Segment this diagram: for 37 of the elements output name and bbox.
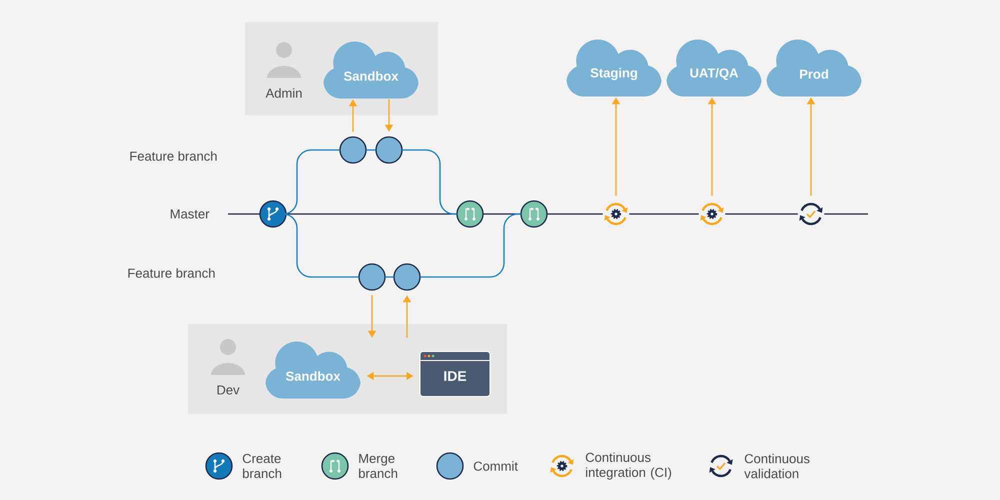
merge-branch-icon bbox=[520, 200, 548, 228]
ide-window: IDE bbox=[420, 351, 490, 397]
cloud: Staging bbox=[566, 40, 662, 96]
commit-circle bbox=[375, 136, 403, 164]
master-line bbox=[725, 213, 798, 215]
person-label: Admin bbox=[266, 88, 302, 98]
validation-icon bbox=[799, 202, 823, 226]
branch-line bbox=[366, 149, 376, 151]
person-label: Dev bbox=[218, 385, 240, 395]
row-label: Master bbox=[170, 209, 210, 219]
ci-icon bbox=[700, 202, 724, 226]
merge-branch-icon bbox=[456, 200, 484, 228]
legend-label: Commit bbox=[474, 461, 518, 471]
commit-circle bbox=[393, 263, 421, 291]
master-line bbox=[547, 213, 603, 215]
row-label: Feature branch bbox=[130, 151, 217, 161]
master-line bbox=[629, 213, 699, 215]
create-branch-icon bbox=[259, 200, 287, 228]
legend-label: Merge branch bbox=[359, 454, 398, 478]
master-line bbox=[228, 213, 260, 215]
legend-label: Continuous validation bbox=[744, 454, 810, 478]
cloud: Sandbox bbox=[324, 42, 418, 98]
cloud: Prod bbox=[766, 40, 862, 96]
legend-label: Create branch bbox=[242, 454, 282, 478]
commit-circle bbox=[358, 263, 386, 291]
ci-icon bbox=[604, 202, 628, 226]
branch-line bbox=[402, 149, 457, 215]
branch-line bbox=[385, 276, 394, 278]
cloud: Sandbox bbox=[266, 342, 360, 398]
master-line bbox=[824, 213, 868, 215]
cloud: UAT/QA bbox=[666, 40, 762, 96]
branch-line bbox=[282, 213, 359, 278]
commit-circle bbox=[339, 136, 367, 164]
branch-line bbox=[420, 213, 521, 278]
legend-label: Continuous integration (CI) bbox=[586, 452, 672, 480]
branch-line bbox=[282, 149, 340, 215]
row-label: Feature branch bbox=[128, 268, 215, 278]
